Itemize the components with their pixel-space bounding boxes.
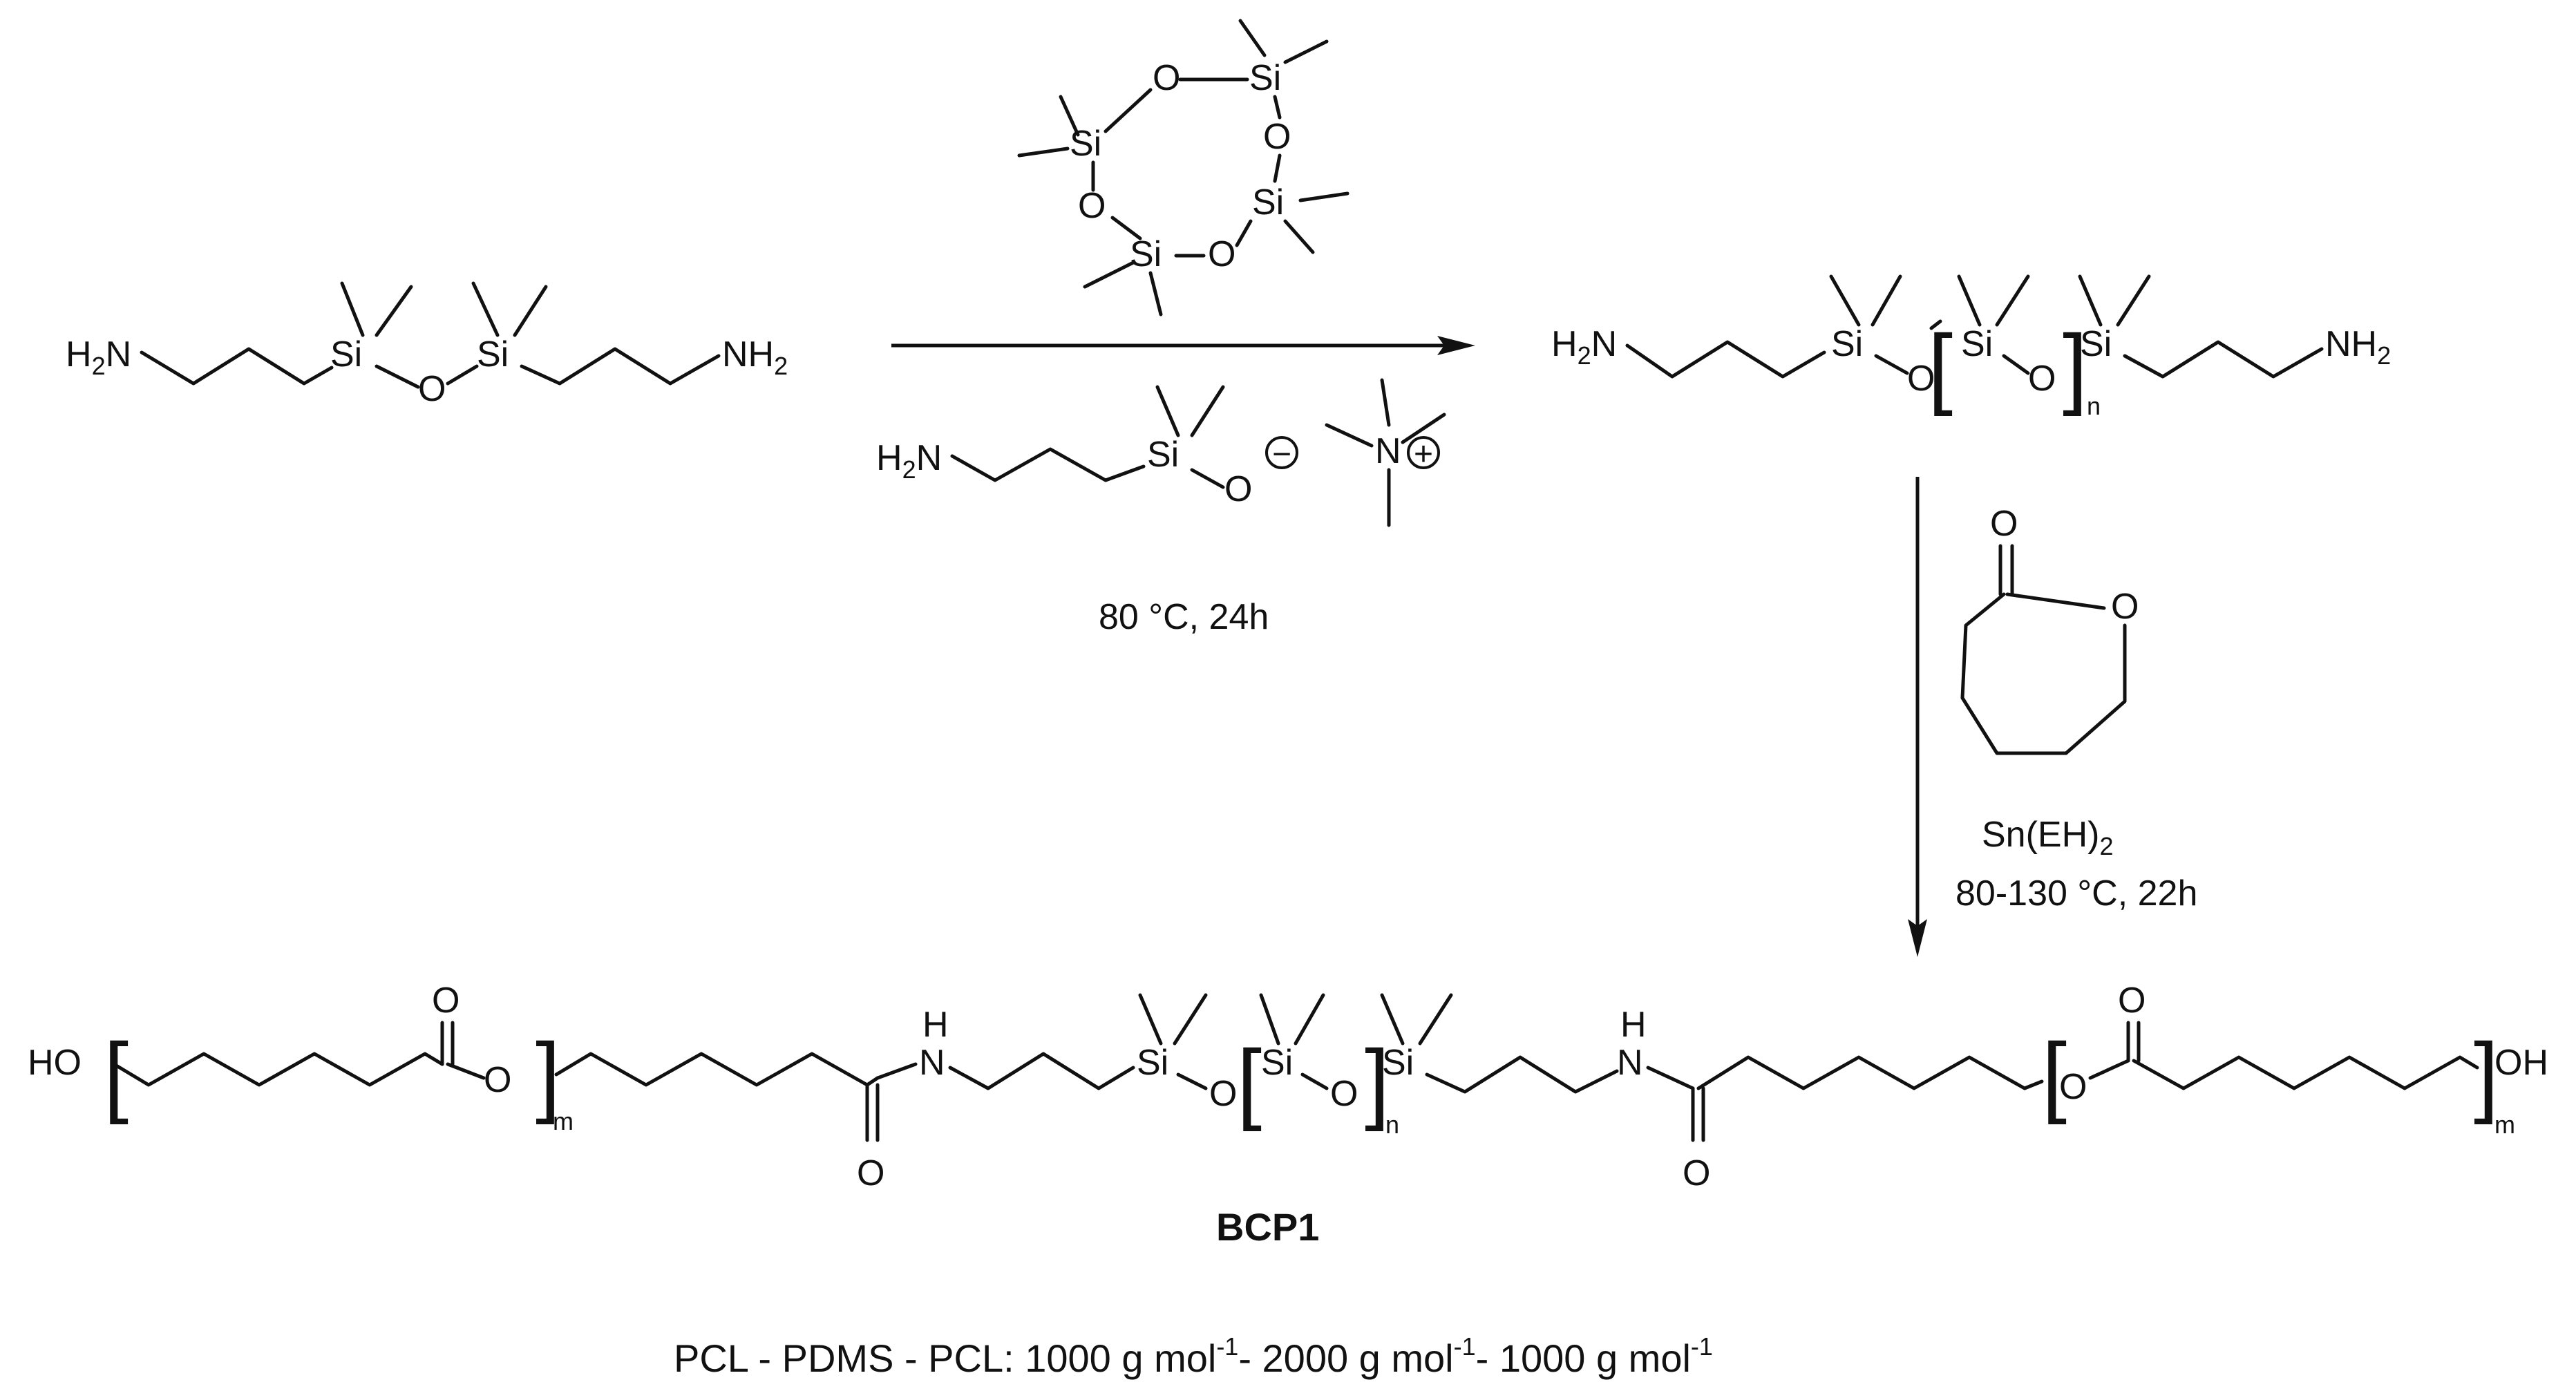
prod-si-1: Si <box>1137 1043 1168 1083</box>
negative-charge-icon <box>1265 436 1298 469</box>
prod-oh: OH <box>2494 1043 2548 1083</box>
int-bracket-right: ] <box>2063 316 2087 417</box>
o-bridge: O <box>418 369 446 409</box>
prod-si-o-2: O <box>1330 1074 1358 1114</box>
int-si-1: Si <box>1831 324 1863 364</box>
int-si-3: Si <box>2080 324 2112 364</box>
prod-bracket-2-left: [ <box>1237 1031 1262 1132</box>
prod-amide-h-2: H <box>1620 1005 1647 1045</box>
d4-si-top-right: Si <box>1249 58 1281 98</box>
cl-carbonyl-o: O <box>1990 504 2018 544</box>
d4-si-right: Si <box>1252 182 1284 223</box>
cat-si: Si <box>1147 435 1179 475</box>
int-bracket-left: [ <box>1928 316 1953 417</box>
si-right: Si <box>477 334 509 375</box>
d4-o-bottom: O <box>1208 234 1235 274</box>
prod-bracket-1-left: [ <box>104 1024 129 1125</box>
product-label: BCP1 <box>1216 1205 1319 1249</box>
prod-repeat-n: n <box>1385 1110 1399 1139</box>
prod-ester-o-2: O <box>2059 1067 2087 1107</box>
prod-amide-o-1: O <box>857 1153 884 1193</box>
prod-bracket-3-right: ] <box>2474 1024 2499 1125</box>
nh2-right: NH2 <box>722 334 788 380</box>
int-o-2: O <box>2028 359 2056 399</box>
intermediate-aminopropyl-pdms: H2N Si O [ Si O ] n Si NH2 <box>1551 274 2391 420</box>
int-nh2: NH2 <box>2325 324 2391 370</box>
prod-carbonyl-o-1: O <box>432 981 460 1021</box>
prod-si-2: Si <box>1261 1043 1293 1083</box>
positive-charge-icon <box>1407 436 1440 469</box>
h2n-left: H2N <box>66 334 131 380</box>
cat-o: O <box>1224 469 1252 509</box>
prod-repeat-m-2: m <box>2494 1110 2515 1139</box>
prod-si-3: Si <box>1382 1043 1414 1083</box>
prod-repeat-m-1: m <box>553 1107 574 1135</box>
d4-o-right: O <box>1263 117 1291 157</box>
prod-ester-o-1: O <box>484 1060 511 1100</box>
int-si-2: Si <box>1961 324 1993 364</box>
conditions-step2: 80-130 °C, 22h <box>1955 873 2197 914</box>
si-left: Si <box>330 334 362 375</box>
int-h2n: H2N <box>1551 324 1617 370</box>
prod-amide-o-2: O <box>1683 1153 1710 1193</box>
cl-ring-o: O <box>2111 587 2139 627</box>
starting-diamine-disiloxane: H2N Si O Si NH2 <box>66 281 788 409</box>
negative-charge-sign: − <box>1272 436 1291 473</box>
positive-charge-sign: + <box>1414 436 1433 473</box>
d4-o-top: O <box>1153 58 1180 98</box>
prod-bracket-2-right: ] <box>1365 1031 1390 1132</box>
int-o-1: O <box>1907 359 1935 399</box>
catalyst-sn: Sn(EH)2 <box>1982 815 2114 860</box>
prod-si-o-1: O <box>1209 1074 1237 1114</box>
product-triblock: HO [ O O ] m O H N Si O [ Si O ] n Si H <box>28 981 2548 1193</box>
ammonium-n: N <box>1375 431 1401 471</box>
d4-si-bottom: Si <box>1130 234 1162 274</box>
catalyst-silanolate-salt: H2N Si O − N + <box>876 378 1446 527</box>
footer-molar-masses: PCL - PDMS - PCL: 1000 g mol-1- 2000 g m… <box>674 1332 1713 1380</box>
prod-amide-n-2: N <box>1617 1043 1643 1083</box>
reaction-arrow-2 <box>1908 477 1927 957</box>
reaction-arrow-1 <box>891 336 1475 355</box>
prod-ho: HO <box>28 1043 82 1083</box>
cat-h2n: H2N <box>876 438 942 484</box>
prod-carbonyl-o-2: O <box>2118 981 2146 1021</box>
prod-bracket-3-left: [ <box>2042 1024 2067 1125</box>
conditions-step1: 80 °C, 24h <box>1099 597 1269 637</box>
d4-cyclotetrasiloxane: O Si O Si O Si O Si <box>1017 19 1349 316</box>
caprolactone: O O <box>1960 504 2139 755</box>
d4-o-left: O <box>1078 186 1106 226</box>
prod-amide-h-1: H <box>922 1005 949 1045</box>
prod-amide-n-1: N <box>919 1043 945 1083</box>
int-repeat-n: n <box>2087 392 2101 420</box>
